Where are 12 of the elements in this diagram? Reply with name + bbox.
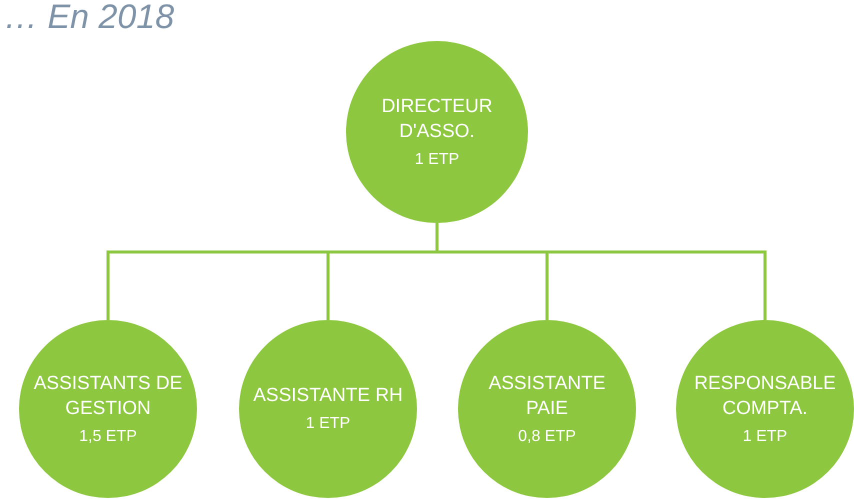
connector-line bbox=[436, 223, 766, 320]
role-title: ASSISTANTE RH bbox=[253, 384, 403, 408]
role-title: RESPONSABLE COMPTA. bbox=[693, 372, 837, 422]
staffing-label: 1 ETP bbox=[742, 426, 788, 447]
role-title: ASSISTANTE PAIE bbox=[488, 372, 606, 422]
diagram-title: … En 2018 bbox=[4, 0, 174, 37]
role-title: DIRECTEUR D'ASSO. bbox=[380, 94, 494, 144]
staffing-label: 1 ETP bbox=[306, 414, 350, 434]
staffing-label: 0,8 ETP bbox=[518, 426, 576, 447]
staffing-label: 1 ETP bbox=[414, 150, 460, 170]
staffing-label: 1,5 ETP bbox=[79, 426, 137, 447]
role-title: ASSISTANTS DE GESTION bbox=[32, 372, 184, 422]
